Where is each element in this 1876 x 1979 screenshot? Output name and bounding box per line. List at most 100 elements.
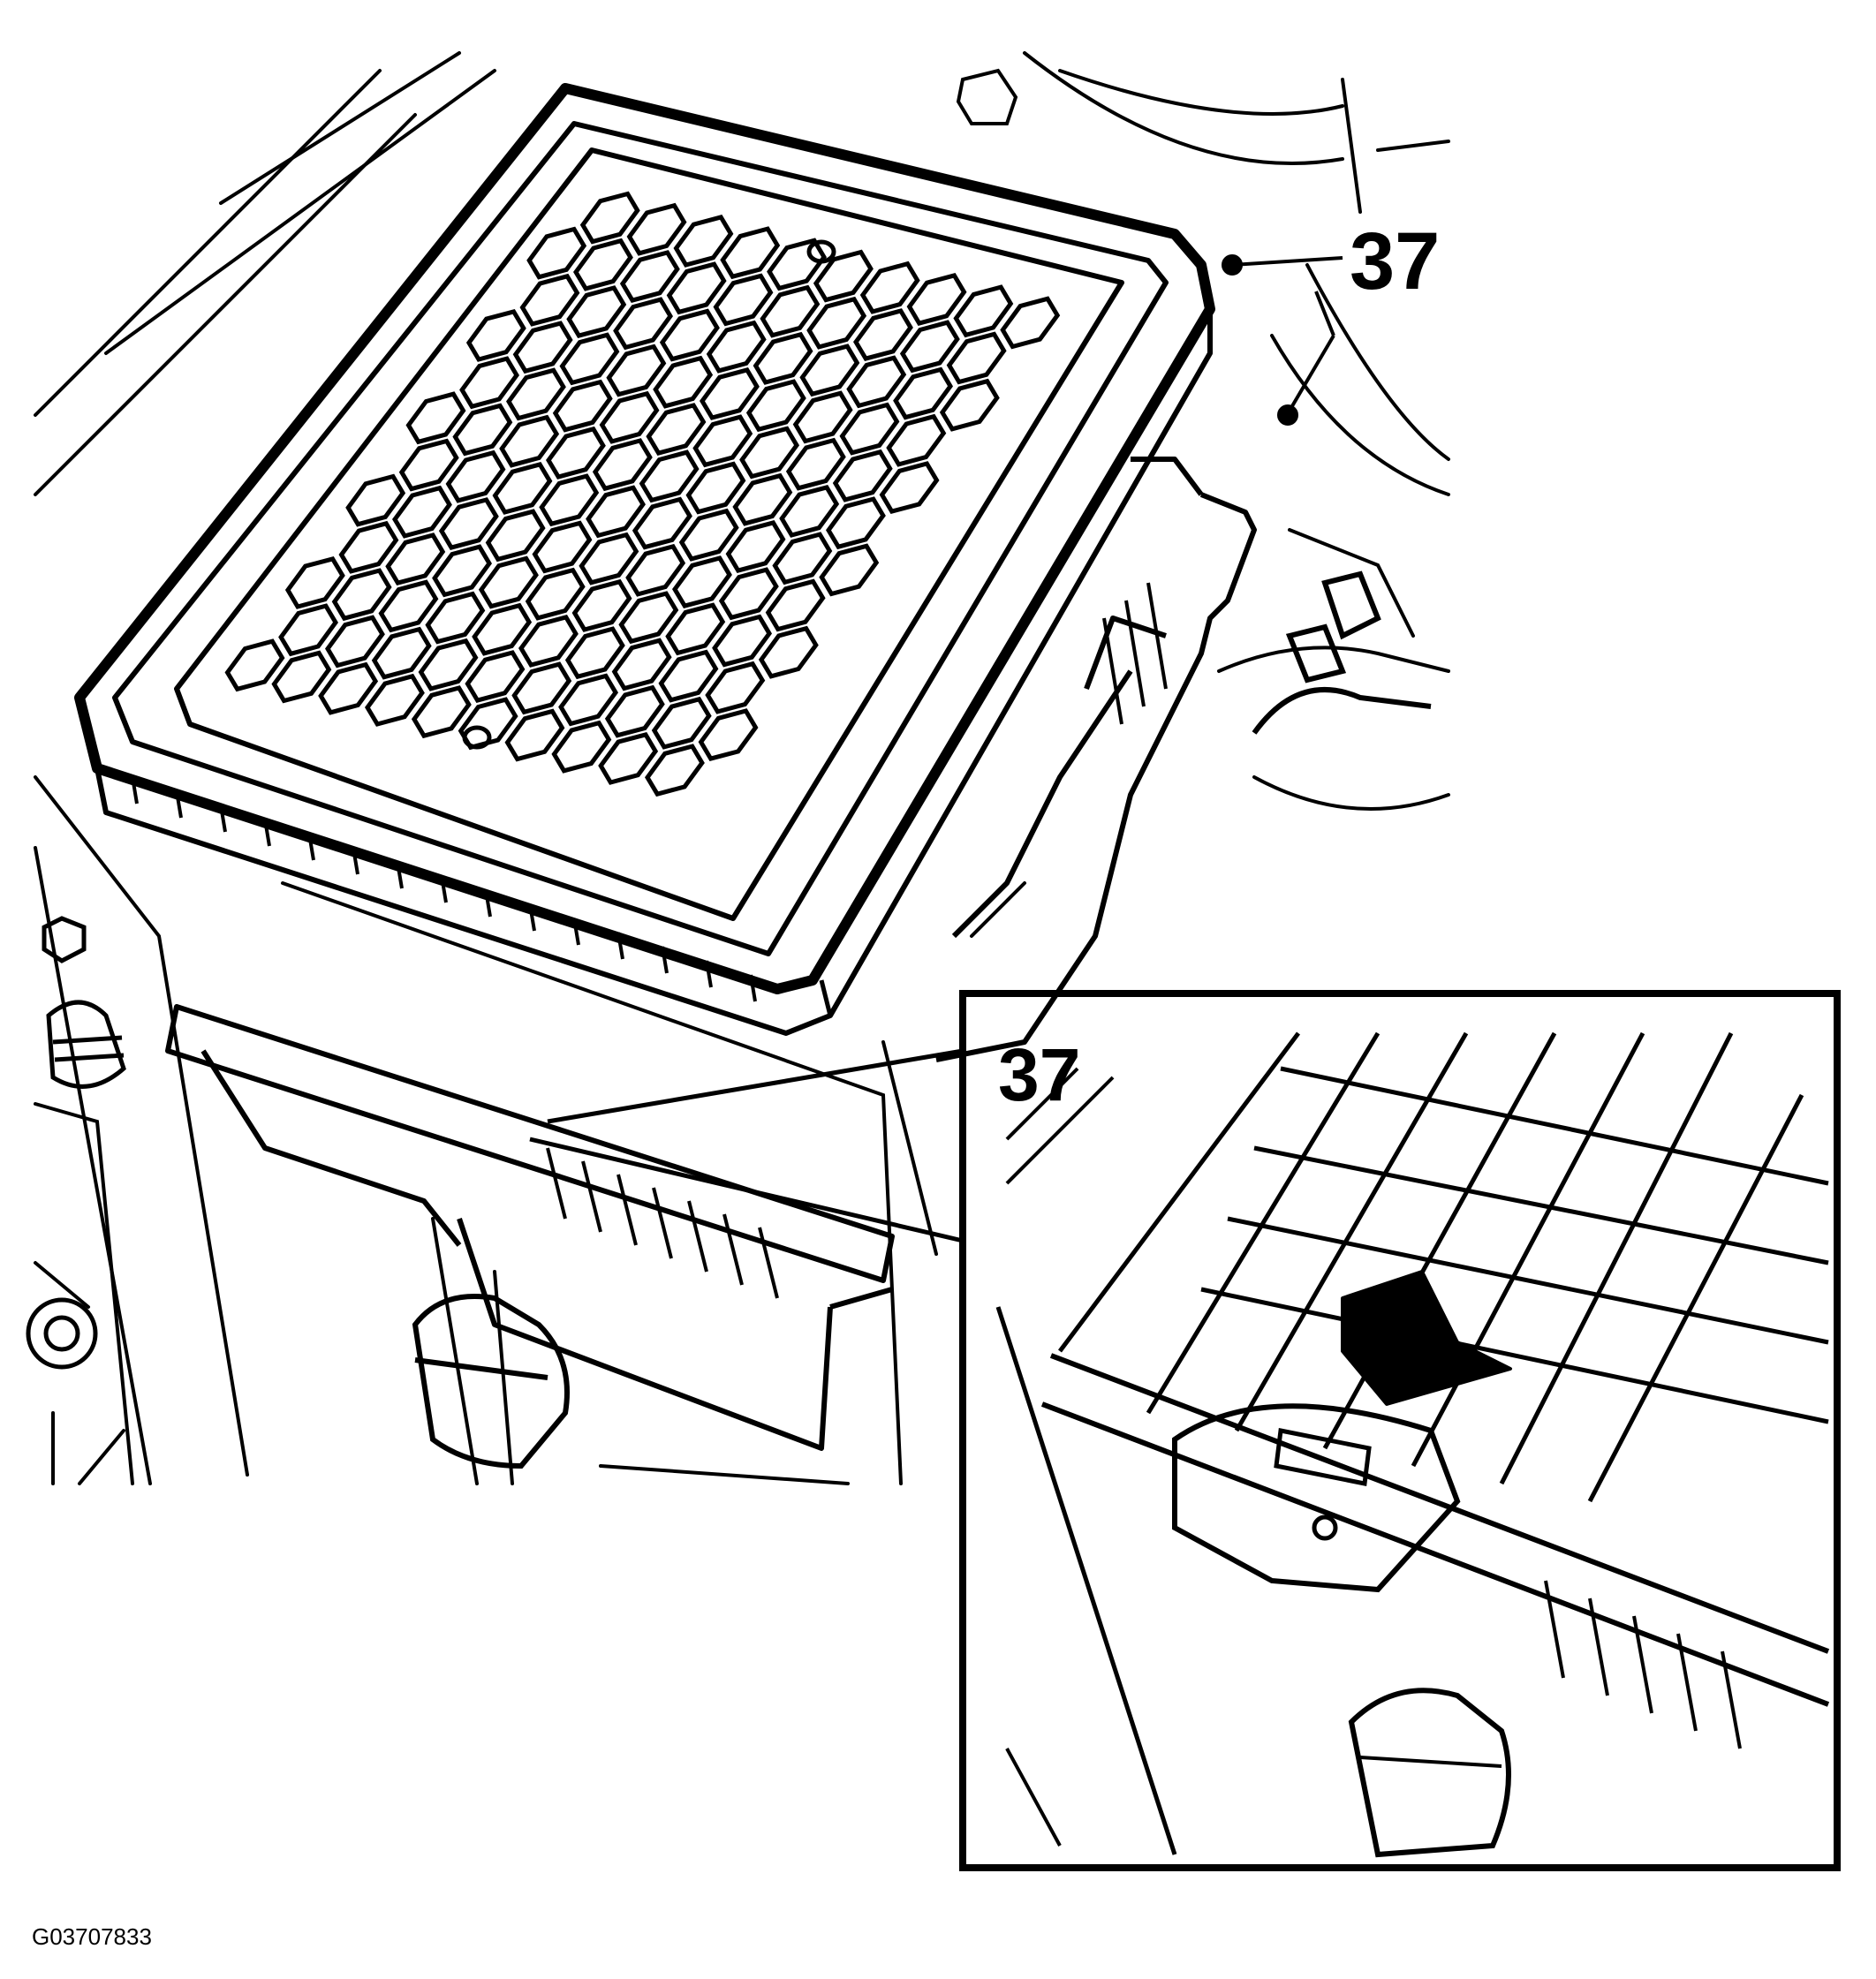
honeycomb-cell [819,543,880,597]
honeycomb-cell [700,366,760,420]
filter-honeycomb-mesh [224,191,1061,797]
honeycomb-cell [511,661,572,715]
honeycomb-cell [632,496,692,550]
honeycomb-cell [718,567,779,621]
honeycomb-cell [893,366,953,420]
honeycomb-cell [785,437,846,491]
honeycomb-cell [526,226,587,280]
honeycomb-cell [559,332,620,386]
honeycomb-cell [564,626,625,680]
honeycomb-cell [571,578,632,632]
honeycomb-cell [613,297,673,351]
honeycomb-cell [432,544,492,598]
honeycomb-cell [673,214,734,268]
honeycomb-cell [639,449,700,503]
honeycomb-cell [518,614,579,668]
honeycomb-cell [365,673,425,727]
honeycomb-cell [318,661,379,715]
honeycomb-cell [946,331,1007,385]
honeycomb-cell [506,367,566,421]
honeycomb-cell [698,708,759,762]
honeycomb-cell [558,673,618,727]
callout-leaders [1222,254,1343,426]
honeycomb-cell [592,438,653,492]
honeycomb-cell [284,555,345,609]
honeycomb-cell [458,697,518,751]
honeycomb-cell [459,356,519,410]
honeycomb-cell [546,426,606,480]
honeycomb-cell [779,484,840,538]
honeycomb-cell [539,473,600,527]
honeycomb-cell [899,320,960,374]
honeycomb-cell [853,308,913,362]
honeycomb-cell [411,685,472,739]
honeycomb-cell [879,461,940,515]
honeycomb-cell [485,509,546,563]
honeycomb-cell [532,520,593,574]
honeycomb-cell [338,520,399,574]
honeycomb-cell [672,555,732,609]
honeycomb-cell [953,284,1014,338]
honeycomb-cell [579,532,639,585]
honeycomb-cell [653,355,714,409]
honeycomb-cell [832,449,893,502]
honeycomb-cell [792,390,853,444]
honeycomb-cell [799,344,860,397]
honeycomb-cell [611,638,672,691]
engine-bay-background [34,51,1450,1485]
honeycomb-cell [685,461,746,515]
honeycomb-cell [405,391,466,445]
inset-grid-lattice [1058,1031,1829,1503]
honeycomb-cell [492,461,553,515]
inset-connector-lines [529,1048,964,1243]
figure-code: G03707833 [32,1923,152,1950]
honeycomb-cell [586,485,646,539]
air-filter-element [74,83,1215,1036]
honeycomb-cell [658,649,719,703]
honeycomb-cell [278,603,338,657]
honeycomb-cell [646,403,707,457]
honeycomb-cell [859,261,920,314]
honeycomb-cell [626,202,687,256]
bolt-heads [26,916,126,1370]
mounting-hole [462,725,492,750]
honeycomb-cell [725,519,786,574]
honeycomb-cell [392,485,452,539]
down-right-arrow-icon [1341,1270,1512,1406]
honeycomb-cell [504,708,565,762]
honeycomb-cell [753,331,813,385]
honeycomb-cell [645,744,705,797]
honeycomb-cell [760,284,821,338]
honeycomb-cell [826,496,886,550]
intake-hose-coupling [412,570,1432,1469]
honeycomb-cell [465,308,526,362]
honeycomb-cell [499,414,560,468]
part-number-callout: 37 [1350,216,1441,306]
honeycomb-cell [720,226,781,280]
honeycomb-cell [418,638,479,691]
honeycomb-cell [378,579,439,633]
honeycomb-cell [445,449,506,503]
honeycomb-cell [525,567,586,621]
honeycomb-cell [659,308,720,362]
honeycomb-cell [552,379,613,433]
honeycomb-cell [512,321,573,374]
honeycomb-cell [939,378,1000,432]
honeycomb-cell [618,591,679,645]
honeycomb-cell [666,261,727,315]
honeycomb-cell [598,731,659,785]
honeycomb-cell [739,426,799,480]
honeycomb-cell [767,238,827,291]
honeycomb-cell [678,508,739,562]
honeycomb-cell [271,650,332,704]
honeycomb-cell [371,626,432,680]
honeycomb-cell [813,249,874,303]
honeycomb-cell [519,273,580,327]
honeycomb-cell [758,625,819,679]
inset-detail-view [959,990,1841,1871]
honeycomb-cell [579,191,640,245]
honeycomb-cell [732,472,793,526]
honeycomb-cell [604,684,665,738]
honeycomb-cell [606,344,667,397]
